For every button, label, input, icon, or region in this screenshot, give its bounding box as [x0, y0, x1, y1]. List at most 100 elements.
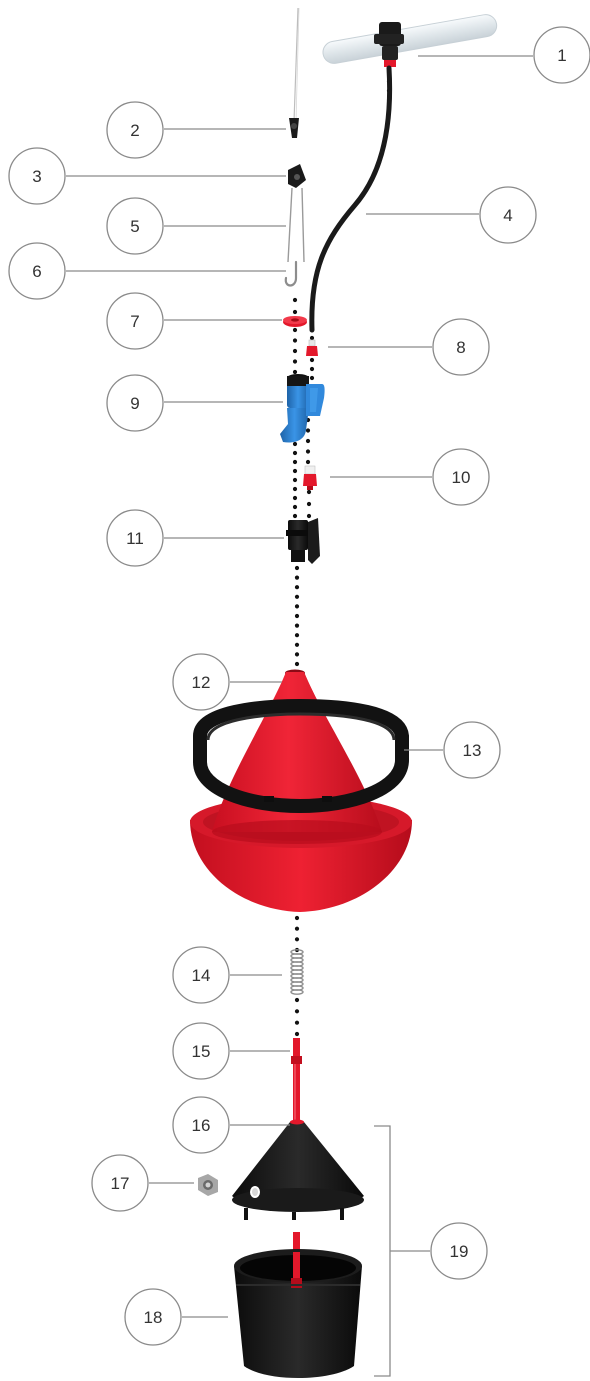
part-9-blue-valve — [280, 374, 325, 443]
assembly-dot — [293, 442, 297, 446]
assembly-dot — [293, 478, 297, 482]
part-6-hook — [286, 262, 296, 286]
callout-18-number: 18 — [144, 1308, 163, 1327]
part-3-hanger — [288, 164, 306, 188]
part-5-wire-loop — [288, 188, 304, 262]
callout-5-number: 5 — [130, 217, 139, 236]
assembly-dot — [310, 367, 314, 371]
part-2-wire-clip — [289, 118, 299, 138]
part-11-black-connector — [286, 518, 320, 564]
callout-4: 4 — [366, 187, 536, 243]
callout-12-number: 12 — [192, 673, 211, 692]
part-8-connector — [306, 340, 318, 356]
callout-11-number: 11 — [126, 529, 144, 548]
assembly-dot — [293, 496, 297, 500]
assembly-dot — [310, 376, 314, 380]
assembly-dot — [293, 349, 297, 353]
callout-9: 9 — [107, 375, 283, 431]
callout-2: 2 — [107, 102, 286, 158]
callout-10: 10 — [330, 449, 489, 505]
callout-19: 19 — [431, 1223, 487, 1279]
callout-7-number: 7 — [130, 312, 139, 331]
callout-15-number: 15 — [192, 1042, 211, 1061]
assembly-dot — [295, 1021, 299, 1025]
part-17-nut — [198, 1174, 218, 1196]
assembly-dot — [310, 358, 314, 362]
assembly-dot — [293, 514, 297, 518]
callout-6-number: 6 — [32, 262, 41, 281]
assembly-dot — [295, 604, 299, 608]
assembly-dot — [293, 298, 297, 302]
callout-3-number: 3 — [32, 167, 41, 186]
assembly-dot — [306, 449, 310, 453]
callout-18: 18 — [125, 1289, 228, 1345]
assembly-dot — [306, 460, 310, 464]
assembly-dot — [310, 336, 314, 340]
assembly-dot — [293, 460, 297, 464]
part-14-spring — [291, 950, 303, 994]
assembly-dot — [307, 502, 311, 506]
callout-19-number: 19 — [450, 1242, 469, 1261]
assembly-dot — [295, 662, 299, 666]
bracket-19 — [374, 1126, 430, 1376]
callout-13: 13 — [404, 722, 500, 778]
assembly-dot — [293, 505, 297, 509]
callout-3: 3 — [9, 148, 286, 204]
assembly-dot — [295, 576, 299, 580]
callout-15: 15 — [173, 1023, 290, 1079]
callout-4-number: 4 — [503, 206, 512, 225]
assembly-dot — [293, 487, 297, 491]
assembly-dot — [293, 310, 297, 314]
assembly-dot — [295, 916, 299, 920]
assembly-dot — [293, 338, 297, 342]
callout-17: 17 — [92, 1155, 194, 1211]
callout-13-number: 13 — [463, 741, 482, 760]
assembly-dot — [295, 633, 299, 637]
part-18-black-bucket — [234, 1249, 362, 1378]
assembly-dot — [295, 624, 299, 628]
assembly-dot — [295, 585, 299, 589]
part-16-black-cone — [232, 1120, 364, 1221]
assembly-dot — [295, 614, 299, 618]
callout-11: 11 — [107, 510, 284, 566]
callout-8: 8 — [328, 319, 489, 375]
assembly-dot — [295, 937, 299, 941]
assembly-dot — [293, 359, 297, 363]
assembly-dot — [293, 451, 297, 455]
assembly-dot — [306, 439, 310, 443]
assembly-dot — [306, 428, 310, 432]
assembly-dot — [295, 652, 299, 656]
assembly-dot — [295, 927, 299, 931]
callout-5: 5 — [107, 198, 286, 254]
assembly-dot — [293, 469, 297, 473]
part-4-hose — [312, 68, 390, 330]
callout-14: 14 — [173, 947, 282, 1003]
assembly-dot — [295, 998, 299, 1002]
part-10-connector — [303, 466, 317, 490]
assembly-dot — [307, 514, 311, 518]
hanging-wire — [294, 8, 299, 122]
assembly-dot — [295, 1032, 299, 1036]
part-15-red-rod — [291, 1038, 302, 1122]
part-7-red-ring — [283, 316, 307, 327]
assembly-dot — [293, 370, 297, 374]
part-1-pipe-clamp — [321, 13, 498, 67]
spring-coil — [291, 990, 303, 994]
callout-9-number: 9 — [130, 394, 139, 413]
callout-10-number: 10 — [452, 468, 471, 487]
callout-2-number: 2 — [130, 121, 139, 140]
callout-7: 7 — [107, 293, 282, 349]
callout-16-number: 16 — [192, 1116, 211, 1135]
assembly-dot — [295, 595, 299, 599]
assembly-dot — [295, 566, 299, 570]
callout-8-number: 8 — [456, 338, 465, 357]
callout-14-number: 14 — [192, 966, 211, 985]
callout-1-number: 1 — [557, 46, 566, 65]
assembly-dot — [295, 1009, 299, 1013]
assembly-dot — [307, 490, 311, 494]
callout-17-number: 17 — [111, 1174, 130, 1193]
assembly-dot — [293, 328, 297, 332]
assembly-dot — [295, 643, 299, 647]
